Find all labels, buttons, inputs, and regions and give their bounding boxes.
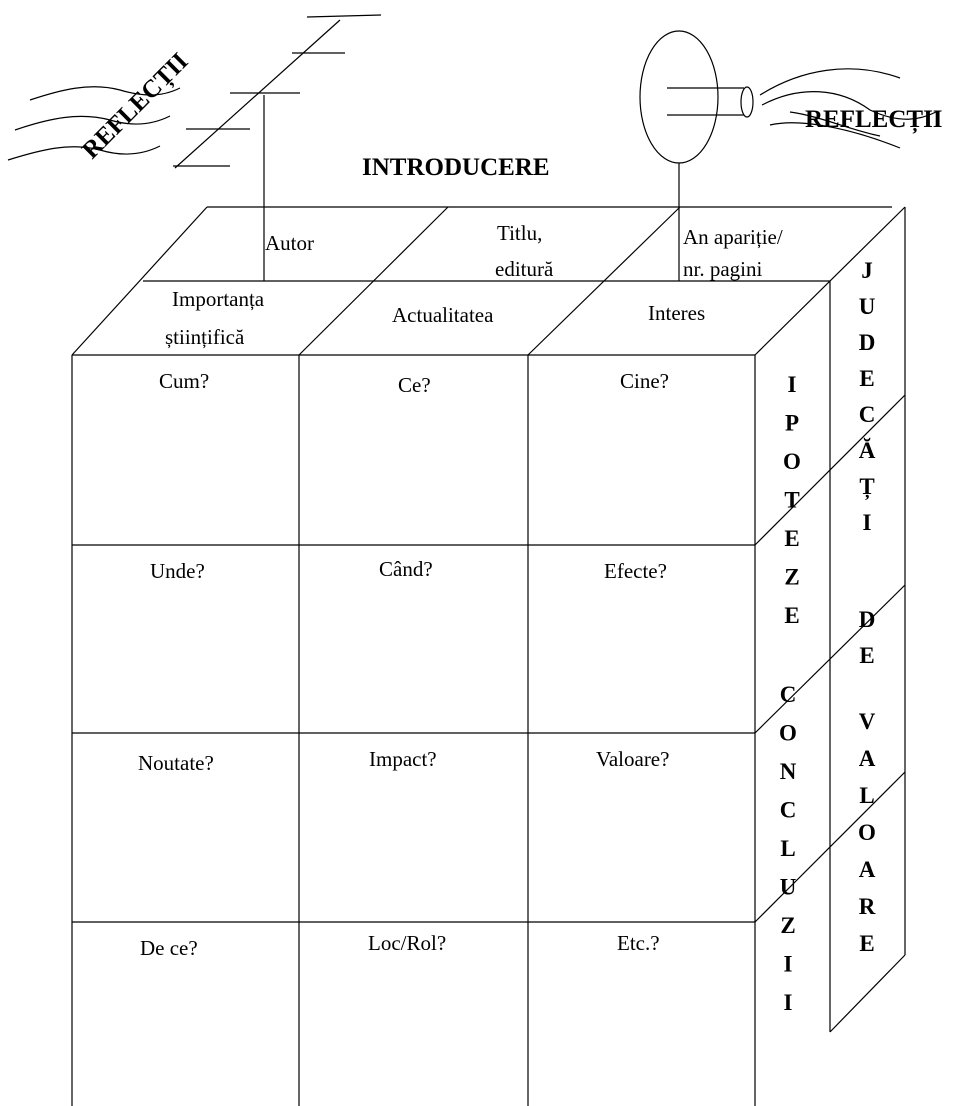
concluzii-letter: I <box>784 952 793 977</box>
grid-cell: Ce? <box>398 373 431 397</box>
concluzii-letter: C <box>780 798 797 823</box>
ipoteze-letter: E <box>784 526 799 551</box>
page-title: INTRODUCERE <box>362 154 550 181</box>
grid-cell: Noutate? <box>138 751 214 775</box>
grid-cell: Cine? <box>620 369 669 393</box>
top-label-actuality: Actualitatea <box>392 303 494 327</box>
judecati-letter: Ă <box>859 437 876 463</box>
concluzii-letter: Z <box>780 913 795 938</box>
valoare-letter: A <box>859 857 876 882</box>
reflections-label-left: REFLECȚII <box>77 48 194 165</box>
valoare-letter: O <box>858 820 876 845</box>
ipoteze-letter: T <box>784 488 799 513</box>
ipoteze-letter: O <box>783 449 801 474</box>
grid-cell: Impact? <box>369 747 437 771</box>
judecati-letter: J <box>861 258 873 283</box>
concluzii-letter: U <box>780 875 797 900</box>
de-letter: E <box>859 643 874 668</box>
top-label-publisher: editură <box>495 257 554 281</box>
cube-front-grid <box>72 355 755 1106</box>
concluzii-letter: O <box>779 721 797 746</box>
valoare-letter: A <box>859 746 876 771</box>
judecati-letter: E <box>859 366 874 391</box>
grid-cell: Cum? <box>159 369 209 393</box>
top-label-pages: nr. pagini <box>683 257 762 281</box>
top-label-title: Titlu, <box>497 221 542 245</box>
top-label-interest: Interes <box>648 301 705 325</box>
valoare-letter: L <box>859 783 874 808</box>
grid-cell: De ce? <box>140 936 198 960</box>
concluzii-letter: I <box>784 990 793 1015</box>
de-letter: D <box>859 607 876 632</box>
grid-cell: Loc/Rol? <box>368 931 446 955</box>
concluzii-letter: L <box>780 836 795 861</box>
cube-right-face <box>755 207 905 1106</box>
grid-cell: Valoare? <box>596 747 669 771</box>
valoare-letter: R <box>859 894 876 919</box>
ipoteze-letter: I <box>788 372 797 397</box>
concluzii-letter: N <box>780 759 797 784</box>
valoare-letter: E <box>859 931 874 956</box>
judecati-letter: Ț <box>859 474 874 501</box>
top-label-importance: Importanța <box>172 287 265 311</box>
concluzii-letter: C <box>780 682 797 707</box>
grid-cell: Efecte? <box>604 559 667 583</box>
judecati-letter: C <box>859 402 876 427</box>
grid-cell: Unde? <box>150 559 205 583</box>
judecati-letter: I <box>863 510 872 535</box>
top-label-author: Autor <box>265 231 314 255</box>
reflections-label-right: REFLECȚII <box>805 106 943 134</box>
grid-cell: Etc.? <box>617 931 660 955</box>
grid-cell: Când? <box>379 557 433 581</box>
judecati-letter: U <box>859 294 876 319</box>
top-label-scientific: științifică <box>165 325 245 349</box>
ipoteze-letter: Z <box>784 565 799 590</box>
ipoteze-letter: E <box>784 603 799 628</box>
judecati-letter: D <box>859 330 876 355</box>
top-label-year: An apariție/ <box>683 225 783 249</box>
ipoteze-letter: P <box>785 411 799 436</box>
valoare-letter: V <box>859 709 876 734</box>
